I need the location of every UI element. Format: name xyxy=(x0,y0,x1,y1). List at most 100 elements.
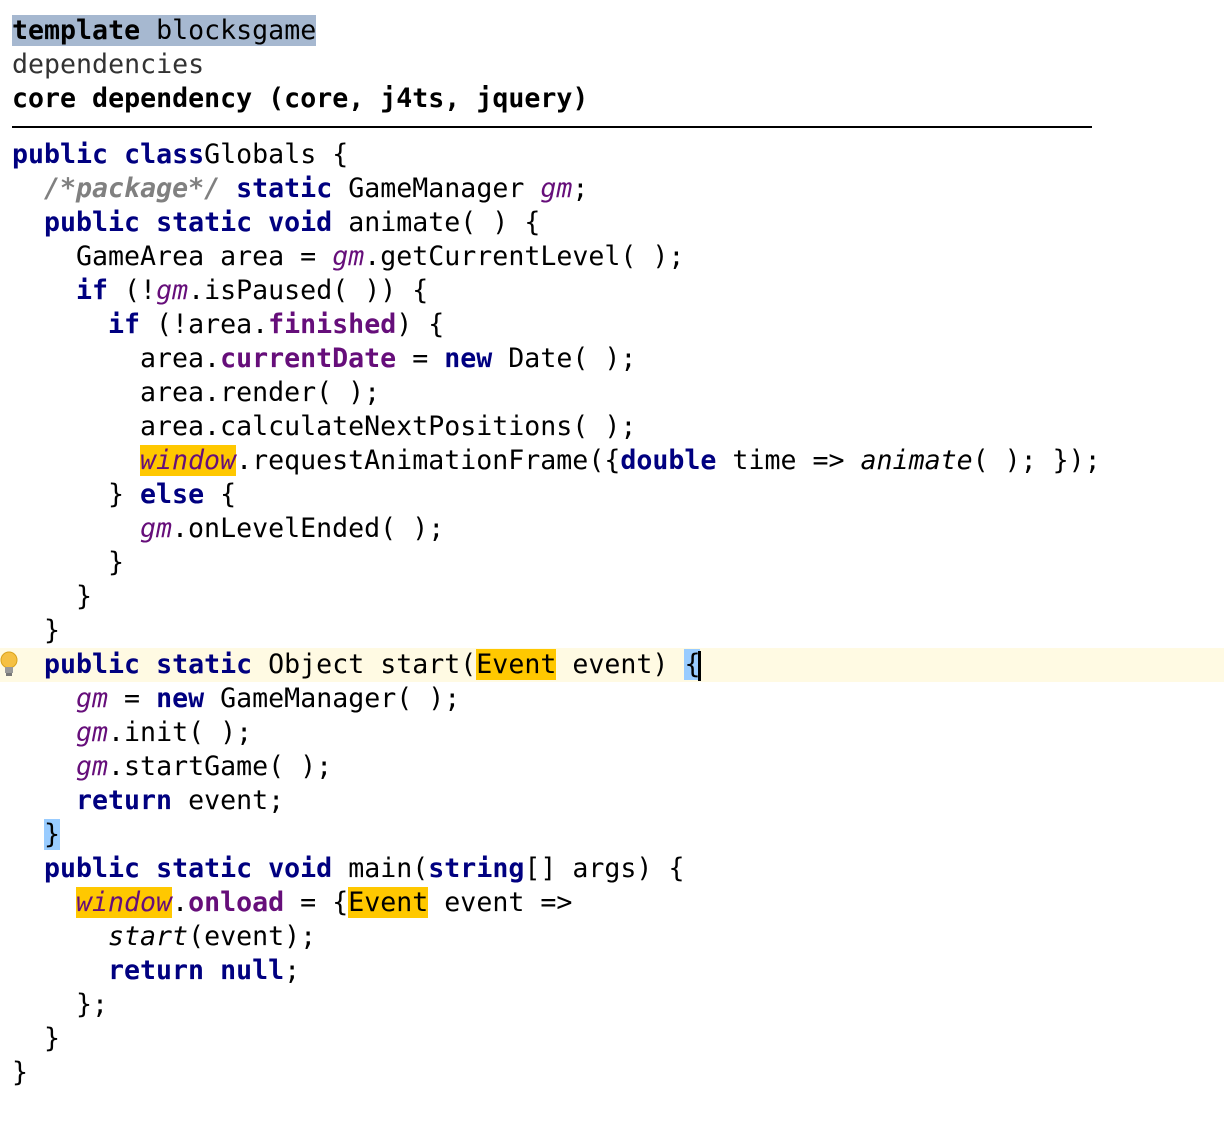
code-token: onload xyxy=(188,887,285,918)
code-token: .isPaused( )) { xyxy=(188,275,429,306)
code-token: string xyxy=(428,853,525,884)
code-token: Event xyxy=(476,649,557,680)
code-token: animate xyxy=(860,445,973,476)
code-token: ; xyxy=(572,173,589,204)
code-token xyxy=(220,173,236,204)
code-token: return xyxy=(76,785,173,816)
code-token: area. xyxy=(140,343,221,374)
code-line[interactable]: } xyxy=(0,580,1224,614)
code-token: gm xyxy=(76,751,109,782)
code-line[interactable]: gm = new GameManager( ); xyxy=(0,682,1224,716)
code-token: public static void xyxy=(44,207,333,238)
code-token: { xyxy=(204,479,237,510)
code-token: (!area. xyxy=(140,309,269,340)
code-token: = xyxy=(396,343,445,374)
code-line[interactable]: gm.init( ); xyxy=(0,716,1224,750)
code-token: .getCurrentLevel( ); xyxy=(364,241,685,272)
code-editor[interactable]: public classGlobals {/*package*/ static … xyxy=(0,138,1224,1090)
code-line[interactable]: area.currentDate = new Date( ); xyxy=(0,342,1224,376)
code-line[interactable]: } xyxy=(0,818,1224,852)
code-token: if xyxy=(76,275,109,306)
template-header[interactable]: template blocksgame xyxy=(12,14,317,48)
code-token: = xyxy=(108,683,157,714)
code-token: [] args) { xyxy=(524,853,685,884)
code-token: event) xyxy=(556,649,685,680)
code-token: gm xyxy=(76,717,109,748)
code-token: event; xyxy=(172,785,285,816)
code-token: Object start( xyxy=(252,649,477,680)
code-token: double xyxy=(620,445,717,476)
code-line[interactable]: area.calculateNextPositions( ); xyxy=(0,410,1224,444)
code-token: time => xyxy=(716,445,861,476)
code-line[interactable]: window.onload = {Event event => xyxy=(0,886,1224,920)
code-line[interactable]: start(event); xyxy=(0,920,1224,954)
code-token: } xyxy=(108,479,141,510)
code-line[interactable]: } xyxy=(0,614,1224,648)
code-token: } xyxy=(108,547,125,578)
code-line[interactable]: return event; xyxy=(0,784,1224,818)
code-token: (! xyxy=(108,275,157,306)
dependencies-label: dependencies xyxy=(12,49,205,80)
code-token: } xyxy=(76,581,93,612)
core-dependency[interactable]: core dependency (core, j4ts, jquery) xyxy=(12,83,589,114)
code-line[interactable]: public classGlobals { xyxy=(0,138,1224,172)
code-token: finished xyxy=(268,309,397,340)
code-token: animate( ) { xyxy=(332,207,541,238)
code-token: static xyxy=(236,173,333,204)
code-line[interactable]: if (!gm.isPaused( )) { xyxy=(0,274,1224,308)
code-token: ) { xyxy=(396,309,445,340)
code-token: new xyxy=(156,683,205,714)
code-token: } xyxy=(44,1023,61,1054)
code-token: }; xyxy=(76,989,109,1020)
code-token: .onLevelEnded( ); xyxy=(172,513,445,544)
code-line[interactable]: area.render( ); xyxy=(0,376,1224,410)
code-line[interactable]: gm.startGame( ); xyxy=(0,750,1224,784)
code-token: window xyxy=(76,887,173,918)
code-line[interactable]: if (!area.finished) { xyxy=(0,308,1224,342)
code-line[interactable]: } xyxy=(0,1022,1224,1056)
template-name[interactable]: blocksgame xyxy=(156,15,317,46)
code-token: new xyxy=(444,343,493,374)
code-token: } xyxy=(12,1057,29,1088)
code-token: gm xyxy=(156,275,189,306)
code-line[interactable]: public static Object start(Event event) … xyxy=(0,648,1224,682)
code-line[interactable]: } xyxy=(0,546,1224,580)
code-token: area.render( ); xyxy=(140,377,381,408)
code-token: window xyxy=(140,445,237,476)
code-token: /*package*/ xyxy=(44,173,221,204)
code-token: ( ); }); xyxy=(972,445,1101,476)
code-line[interactable]: public static void animate( ) { xyxy=(0,206,1224,240)
code-token: else xyxy=(140,479,205,510)
code-token: Event xyxy=(348,887,429,918)
code-token: event => xyxy=(428,887,573,918)
code-token: public class xyxy=(12,139,205,170)
code-line[interactable]: window.requestAnimationFrame({double tim… xyxy=(0,444,1224,478)
code-line[interactable]: /*package*/ static GameManager gm; xyxy=(0,172,1224,206)
code-token: gm xyxy=(332,241,365,272)
code-token: main( xyxy=(332,853,429,884)
code-token: GameManager xyxy=(332,173,541,204)
code-token: . xyxy=(172,887,189,918)
code-token: public static void xyxy=(44,853,333,884)
code-token: .init( ); xyxy=(108,717,253,748)
code-token: public static xyxy=(44,649,253,680)
code-token: gm xyxy=(540,173,573,204)
code-line[interactable]: } else { xyxy=(0,478,1224,512)
code-token: } xyxy=(44,615,61,646)
code-line[interactable]: } xyxy=(0,1056,1224,1090)
code-line[interactable]: GameArea area = gm.getCurrentLevel( ); xyxy=(0,240,1224,274)
code-token: gm xyxy=(76,683,109,714)
intention-bulb-icon[interactable] xyxy=(0,650,18,680)
template-keyword: template xyxy=(12,15,141,46)
code-token: return null xyxy=(108,955,285,986)
code-token: ; xyxy=(284,955,301,986)
code-line[interactable]: return null; xyxy=(0,954,1224,988)
code-token: Date( ); xyxy=(492,343,637,374)
text-caret xyxy=(698,650,702,681)
code-line[interactable]: public static void main(string[] args) { xyxy=(0,852,1224,886)
code-token: currentDate xyxy=(220,343,397,374)
code-line[interactable]: }; xyxy=(0,988,1224,1022)
code-line[interactable]: gm.onLevelEnded( ); xyxy=(0,512,1224,546)
code-token: GameManager( ); xyxy=(204,683,461,714)
code-token: gm xyxy=(140,513,173,544)
